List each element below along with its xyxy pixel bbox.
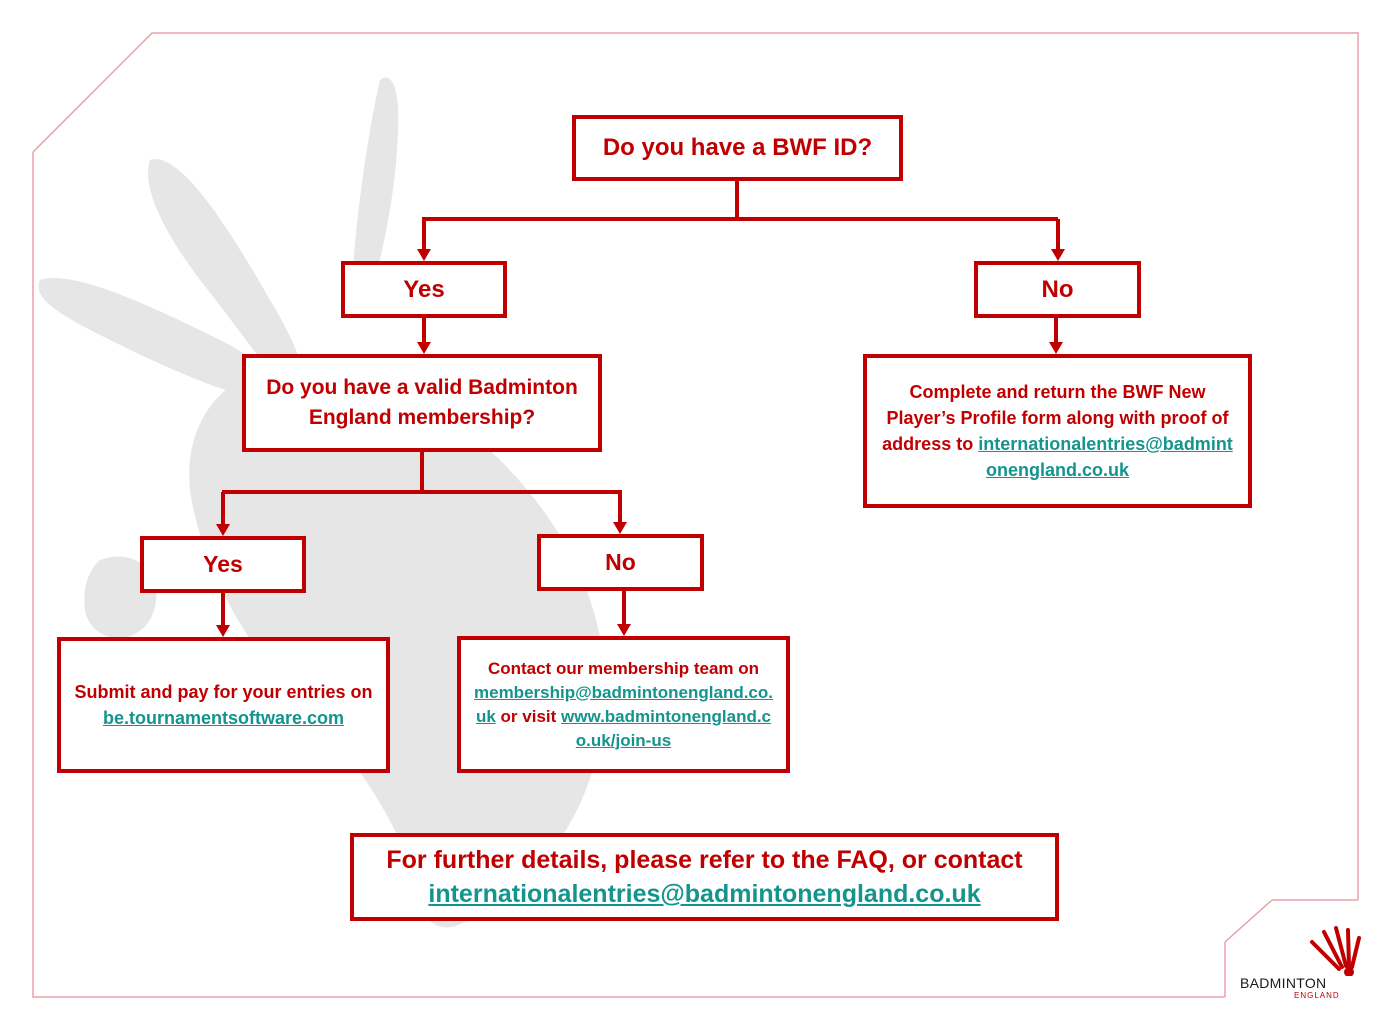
further-details-email-link[interactable]: internationalentries@badmintonengland.co… [428,880,981,908]
submit-entries-box: Submit and pay for your entries on be.to… [57,637,390,773]
further-details-text: For further details, please refer to the… [386,846,1023,874]
no-bwf-id-instructions-box: Complete and return the BWF New Player’s… [863,354,1252,508]
submit-entries-text: Submit and pay for your entries on [74,682,373,702]
connector-to-membership-no-arrowhead [613,522,627,534]
no-bwf-id-instructions: Complete and return the BWF New Player’s… [867,379,1248,483]
bwf-id-no-box: No [974,261,1141,318]
membership-yes-box: Yes [140,536,306,593]
contact-membership-box: Contact our membership team on membershi… [457,636,790,773]
logo-word-england: ENGLAND [1294,991,1340,1000]
membership-yes-label: Yes [203,551,243,577]
connector-to-bwf-yes-arrowhead [417,249,431,261]
contact-membership-text: Contact our membership team on [487,658,760,678]
membership-email-link[interactable]: membership@badmintonengland.co.uk [474,682,773,726]
no-bwf-id-instructions-text: Complete and return the BWF New Player’s… [882,382,1229,454]
question-membership-box: Do you have a valid Badminton England me… [242,354,602,452]
contact-membership-instructions: Contact our membership team on membershi… [461,657,786,753]
connector-to-contact-membership-arrowhead [617,624,631,636]
badminton-england-logo: BADMINTON ENGLAND [1236,924,1366,1004]
logo-word-badminton: BADMINTON [1240,975,1327,991]
question-bwf-id-text: Do you have a BWF ID? [602,134,873,161]
bwf-id-no-label: No [1041,275,1074,303]
further-details-box: For further details, please refer to the… [350,833,1059,921]
membership-no-box: No [537,534,704,591]
contact-or-visit-text: or visit [500,706,557,726]
submit-entries-instructions: Submit and pay for your entries on be.to… [61,679,386,731]
connector-to-bwf-no-arrowhead [1051,249,1065,261]
connector-to-membership-yes-arrowhead [216,524,230,536]
question-bwf-id-box: Do you have a BWF ID? [572,115,903,181]
international-entries-email-link[interactable]: internationalentries@badmintonengland.co… [978,434,1233,480]
shuttlecock-icon [1310,926,1361,977]
join-us-url-link[interactable]: www.badmintonengland.co.uk/join-us [561,706,772,750]
further-details: For further details, please refer to the… [380,843,1028,911]
bwf-id-yes-box: Yes [341,261,507,318]
membership-no-label: No [605,549,636,575]
connector-to-submit-entries-arrowhead [216,625,230,637]
bwf-id-yes-label: Yes [403,275,445,303]
question-membership-text: Do you have a valid Badminton England me… [266,376,578,429]
connector-to-membership-question-arrowhead [417,342,431,354]
connector-to-no-id-instructions-arrowhead [1049,342,1063,354]
tournament-software-link[interactable]: be.tournamentsoftware.com [102,708,345,728]
